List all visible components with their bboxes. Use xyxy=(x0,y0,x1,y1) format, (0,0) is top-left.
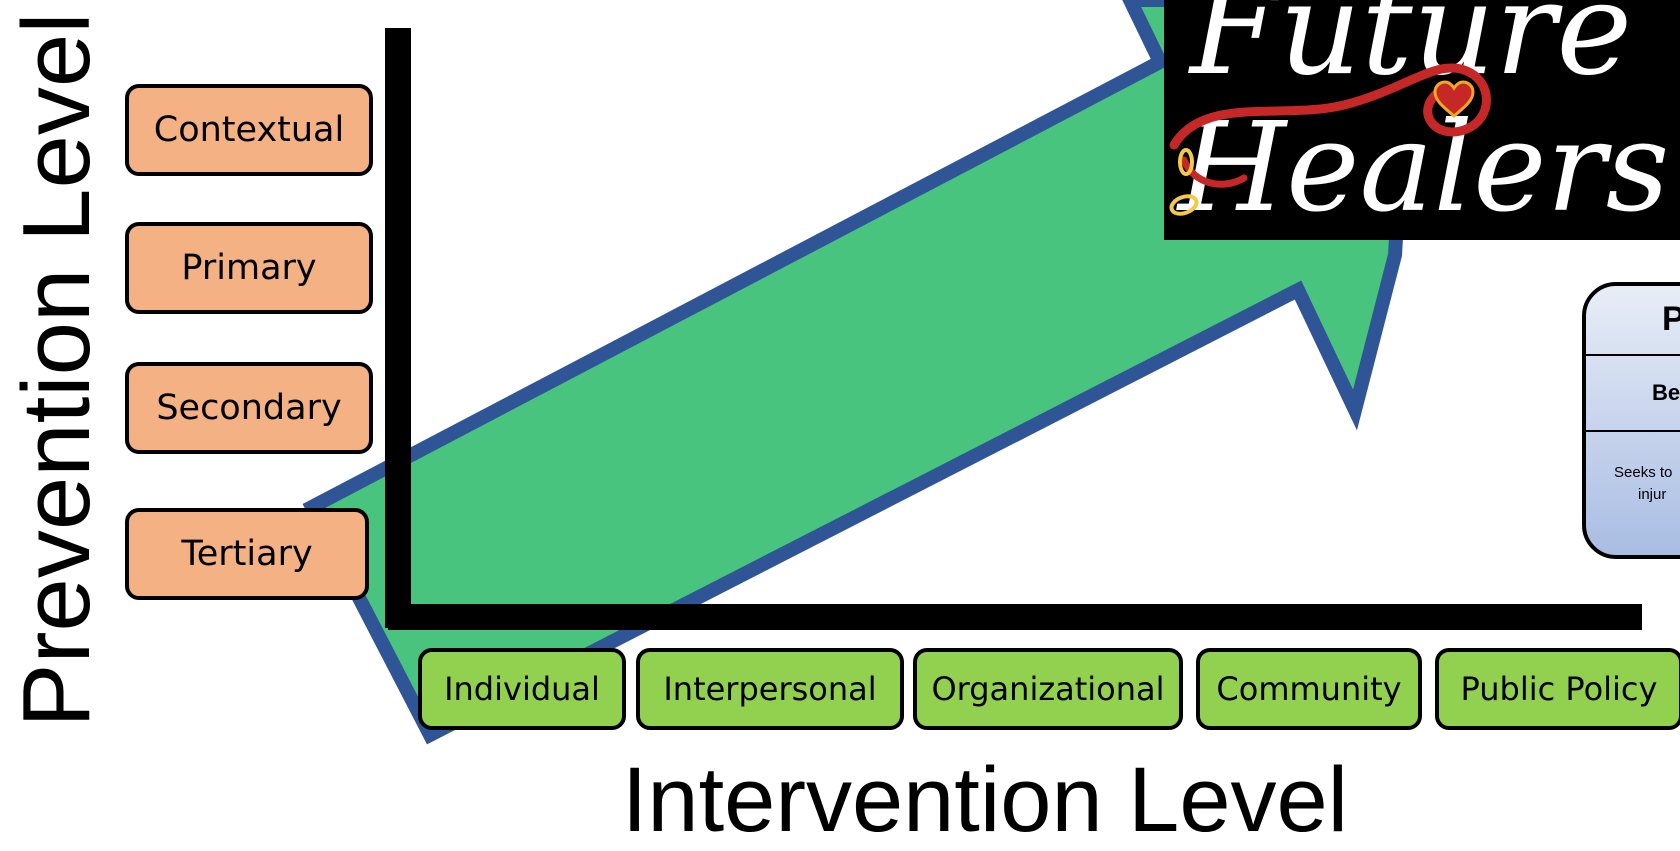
table-header: P xyxy=(1662,300,1680,339)
heart-icon xyxy=(1433,80,1475,118)
future-healers-logo: Future Healers xyxy=(1164,0,1680,240)
table-row-timing: Bef xyxy=(1586,356,1680,432)
prevention-level-primary: Primary xyxy=(125,222,373,314)
prevention-level-secondary: Secondary xyxy=(125,362,373,454)
prevention-level-tertiary: Tertiary xyxy=(125,508,369,600)
table-row-timing-text: Bef xyxy=(1652,380,1680,405)
logo-line-2: Healers xyxy=(1178,96,1670,240)
prevention-level-contextual: Contextual xyxy=(125,84,373,176)
table-header-row: P xyxy=(1586,286,1680,356)
prevention-levels-table: P Bef Seeks to injur xyxy=(1582,282,1680,559)
table-row-description-line-2: injur xyxy=(1638,486,1667,503)
intervention-level-interpersonal: Interpersonal xyxy=(636,648,904,730)
table-row-description: Seeks to injur xyxy=(1586,432,1680,555)
x-axis-title: Intervention Level xyxy=(621,749,1349,851)
intervention-level-public-policy: Public Policy xyxy=(1435,648,1680,730)
logo-swirl-icon xyxy=(1169,63,1491,216)
intervention-level-organizational: Organizational xyxy=(913,648,1183,730)
y-axis-title: Prevention Level xyxy=(3,12,110,728)
y-axis-line xyxy=(385,28,411,628)
intervention-level-individual: Individual xyxy=(418,648,626,730)
table-row-description-line-1: Seeks to xyxy=(1614,464,1673,481)
x-axis-line xyxy=(388,604,1642,630)
intervention-level-community: Community xyxy=(1196,648,1422,730)
